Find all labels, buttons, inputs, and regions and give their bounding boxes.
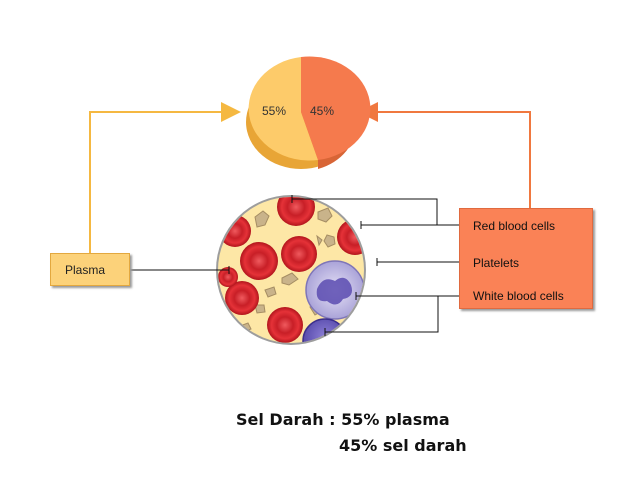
white-blood-cells-label: White blood cells [473, 289, 564, 303]
blood-sample-circle [216, 195, 366, 345]
pointer-lines [130, 195, 473, 336]
caption-line-1: Sel Darah : 55% plasma [236, 410, 450, 429]
pie-label-cells: 45% [310, 104, 334, 118]
cells-arrow [358, 102, 531, 208]
caption-line-2: 45% sel darah [339, 436, 467, 455]
pie-slice-plasma [248, 57, 318, 161]
plasma-arrow [89, 102, 241, 253]
red-blood-cells [218, 197, 364, 343]
plasma-label: Plasma [65, 262, 106, 277]
pie-chart: 55% 45% [246, 56, 371, 169]
pie-slice-cells [301, 56, 371, 161]
red-blood-cells-label: Red blood cells [473, 219, 556, 233]
plasma-label-box: Plasma [50, 253, 130, 286]
cells-label-box [459, 208, 593, 309]
pie-label-plasma: 55% [262, 104, 286, 118]
platelets-label: Platelets [473, 256, 520, 270]
